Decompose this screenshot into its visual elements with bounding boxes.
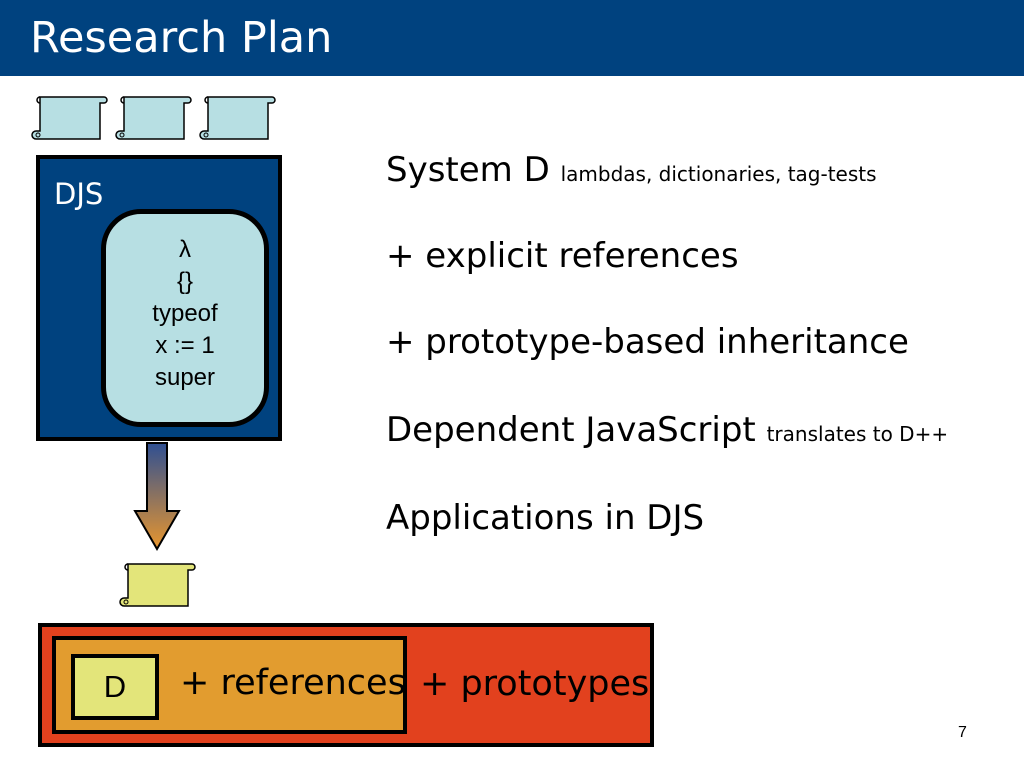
plan-item-prototypes: + prototype-based inheritance <box>386 320 909 364</box>
scroll-icon <box>31 96 108 140</box>
plan-item-system-d: System D lambdas, dictionaries, tag-test… <box>386 148 877 196</box>
plan-item-applications: Applications in DJS <box>386 496 704 540</box>
scroll-icon <box>199 96 276 140</box>
slide-title: Research Plan <box>30 13 333 63</box>
plan-item-main: Dependent JavaScript <box>386 410 756 450</box>
plan-item-note: lambdas, dictionaries, tag-tests <box>560 162 877 186</box>
prototypes-box: D + references + prototypes <box>38 623 654 747</box>
djs-label: DJS <box>54 177 104 211</box>
scroll-icon <box>119 563 196 607</box>
plan-item-main: + explicit references <box>386 236 739 276</box>
plan-item-note: translates to D++ <box>766 422 949 446</box>
core-item-dict: {} <box>176 268 194 295</box>
prototypes-label: + prototypes <box>420 664 650 704</box>
core-item-super: super <box>154 364 216 391</box>
plan-item-main: Applications in DJS <box>386 498 705 538</box>
core-item-typeof: typeof <box>152 300 218 327</box>
core-item-assign: x := 1 <box>155 332 215 359</box>
references-box: D + references <box>52 636 407 734</box>
page-number: 7 <box>958 724 967 741</box>
core-features-list: λ {} typeof x := 1 super <box>106 214 264 394</box>
d-box: D <box>71 654 159 720</box>
djs-box: DJS λ {} typeof x := 1 super <box>36 155 282 441</box>
references-label: + references <box>180 663 406 703</box>
plan-item-main: System D <box>386 150 550 190</box>
slide-header: Research Plan <box>0 0 1024 76</box>
core-features-box: λ {} typeof x := 1 super <box>101 209 269 427</box>
core-item-lambda: λ <box>179 236 191 263</box>
plan-item-main: + prototype-based inheritance <box>386 322 909 362</box>
plan-item-references: + explicit references <box>386 234 739 278</box>
arrow-down-icon <box>133 442 181 551</box>
plan-item-djs: Dependent JavaScript translates to D++ <box>386 408 948 456</box>
scroll-icon <box>115 96 192 140</box>
